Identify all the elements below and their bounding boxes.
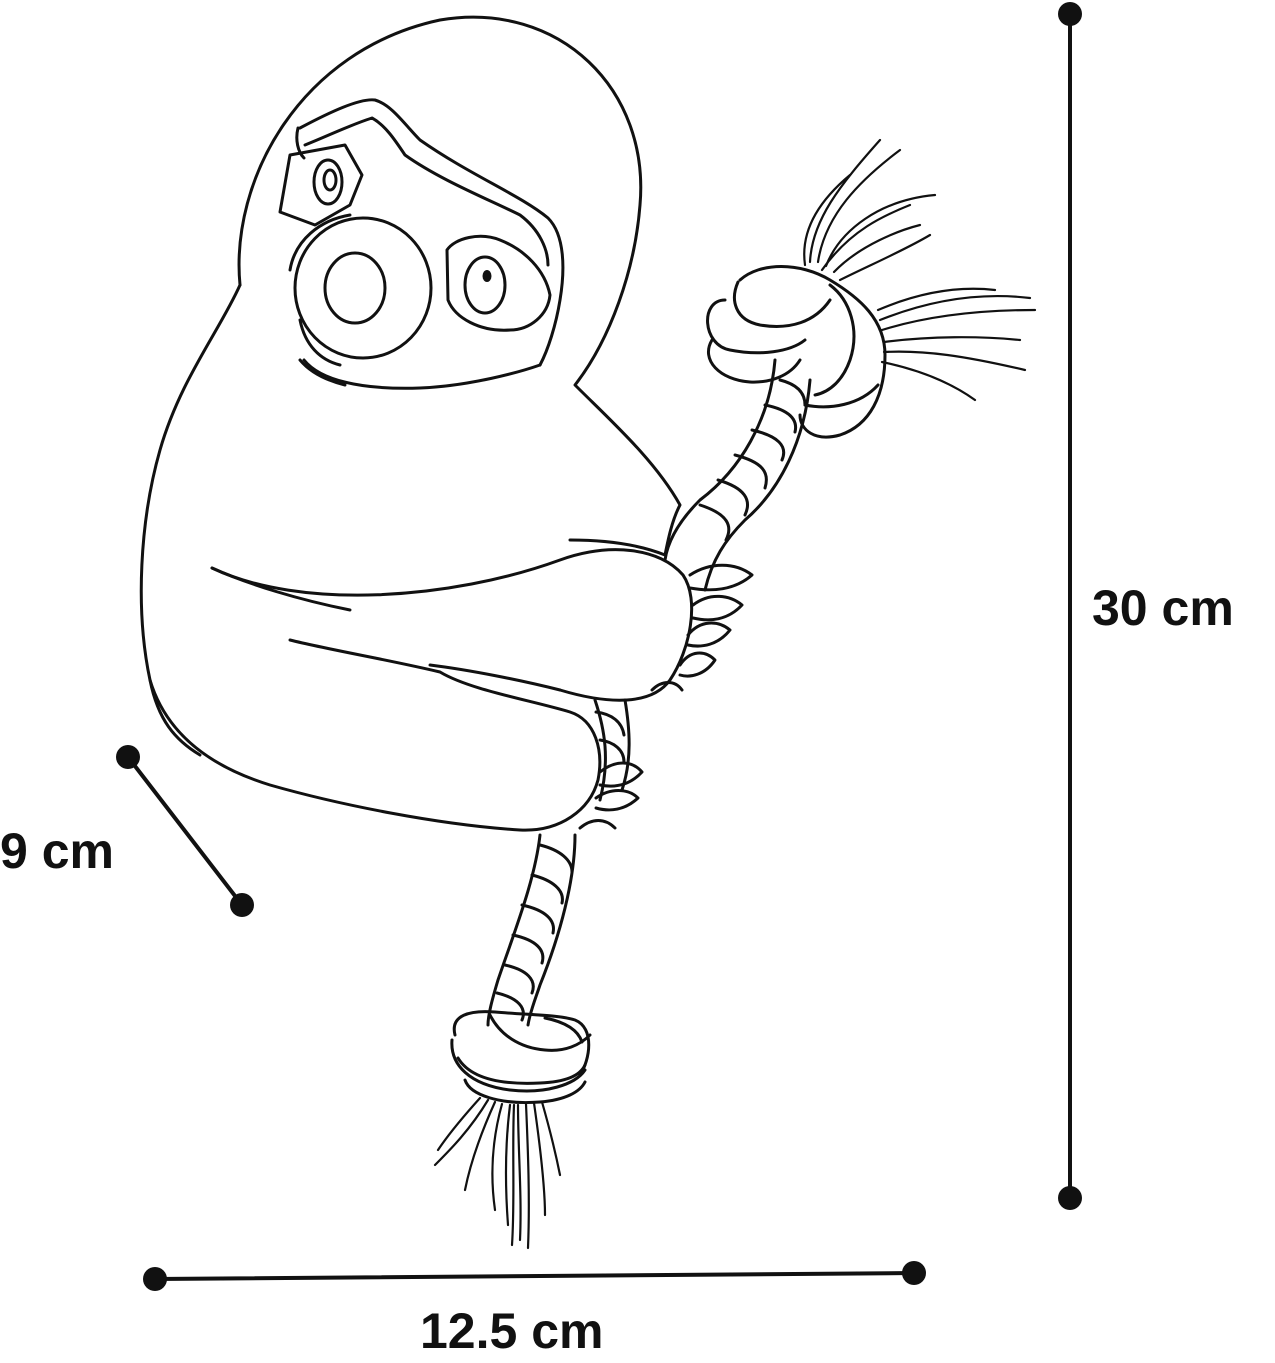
- width-dimension-line: [143, 1261, 926, 1291]
- sloth-claws-icon: [578, 563, 754, 830]
- rope-twist-middle: [593, 698, 631, 802]
- sloth-body-icon: [139, 15, 694, 832]
- rope-bottom-knot: [450, 1010, 592, 1105]
- rope-icon: [433, 138, 1037, 1250]
- rope-twist-lower: [486, 833, 577, 1027]
- width-start-dot: [143, 1267, 167, 1291]
- width-label: 12.5 cm: [420, 1303, 604, 1359]
- depth-label: 9 cm: [0, 823, 114, 879]
- height-end-dot: [1058, 1186, 1082, 1210]
- rope-twist-upper: [663, 358, 812, 592]
- height-start-dot: [1058, 2, 1082, 26]
- width-end-dot: [902, 1261, 926, 1285]
- height-dimension-line: [1058, 2, 1082, 1210]
- rope-top-knot: [706, 265, 887, 439]
- depth-end-dot: [230, 893, 254, 917]
- rope-bottom-fringe: [433, 1096, 562, 1250]
- rope-top-fringe: [803, 138, 1037, 402]
- height-label: 30 cm: [1092, 580, 1234, 636]
- sloth-face-icon: [278, 98, 565, 390]
- depth-start-dot: [116, 745, 140, 769]
- depth-dimension-line: [116, 745, 254, 917]
